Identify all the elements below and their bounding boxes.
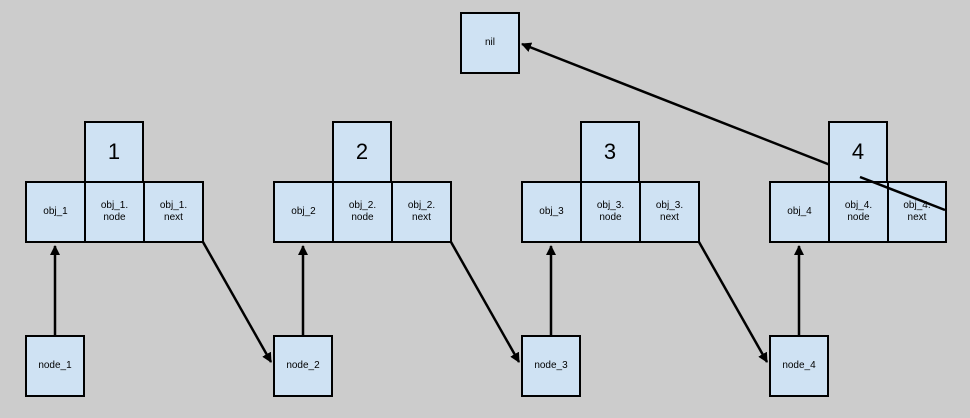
arrow-next1-to-node2 [201,241,273,363]
group-1-node-box: node_1 [25,335,85,397]
group-4-obj-cell: obj_4 [769,181,830,243]
group-1-node-field-cell: obj_1. node [84,181,145,243]
group-1-obj-cell: obj_1 [25,181,86,243]
nil-box: nil [460,12,520,74]
group-4-number: 4 [828,121,888,183]
group-3-node-box: node_3 [521,335,581,397]
group-4-node-field-cell: obj_4. node [828,181,889,243]
group-4-next-field-cell: obj_4. next [887,181,947,243]
group-3-next-field-cell: obj_3. next [639,181,700,243]
group-3-node-field-cell: obj_3. node [580,181,641,243]
group-3-number: 3 [580,121,640,183]
group-3-obj-cell: obj_3 [521,181,582,243]
group-2-next-field-cell: obj_2. next [391,181,452,243]
group-2-node-box: node_2 [273,335,333,397]
group-2-number: 2 [332,121,392,183]
arrow-next3-to-node4 [697,241,769,363]
group-2-obj-cell: obj_2 [273,181,334,243]
group-4-node-box: node_4 [769,335,829,397]
arrow-next2-to-node3 [449,241,521,363]
group-2-node-field-cell: obj_2. node [332,181,393,243]
group-1-next-field-cell: obj_1. next [143,181,204,243]
group-1-number: 1 [84,121,144,183]
